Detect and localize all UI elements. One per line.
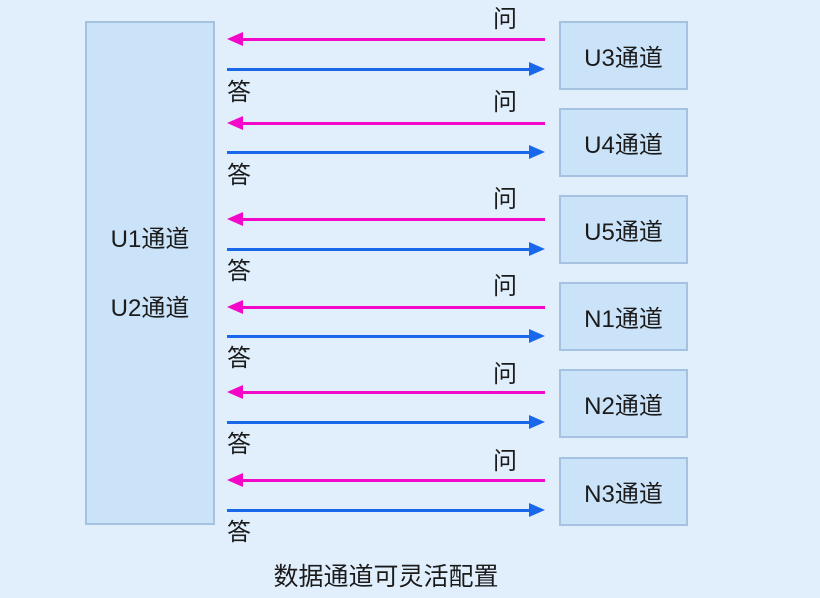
arrow-head-right-icon [529,242,545,256]
answer-arrow [227,242,545,256]
arrow-line [243,121,545,125]
answer-label: 答 [227,162,251,189]
ask-label: 问 [493,186,517,213]
right-channel-box-u3: U3通道 [559,21,688,90]
arrow-line [243,305,545,309]
arrow-head-left-icon [227,116,243,130]
answer-arrow [227,503,545,517]
ask-label: 问 [493,361,517,388]
ask-label: 问 [493,448,517,475]
arrow-line [243,217,545,221]
ask-arrow [227,32,545,46]
arrow-head-right-icon [529,329,545,343]
diagram-caption: 数据通道可灵活配置 [273,563,499,591]
ask-arrow [227,212,545,226]
channel-label-u2: U2通道 [110,295,190,322]
arrow-line [243,37,545,41]
ask-arrow [227,473,545,487]
answer-label: 答 [227,258,251,285]
arrow-line [227,67,529,71]
arrow-head-left-icon [227,473,243,487]
right-channel-box-u5: U5通道 [559,195,688,264]
arrow-head-right-icon [529,145,545,159]
right-channel-box-u4: U4通道 [559,108,688,177]
ask-label: 问 [493,273,517,300]
arrow-line [227,334,529,338]
right-channel-box-n1: N1通道 [559,282,688,351]
arrow-head-left-icon [227,32,243,46]
arrow-head-right-icon [529,503,545,517]
answer-arrow [227,145,545,159]
left-channel-box: U1通道 U2通道 [85,21,215,525]
channel-label-u1: U1通道 [110,226,190,253]
arrow-head-right-icon [529,62,545,76]
ask-arrow [227,385,545,399]
answer-label: 答 [227,345,251,372]
arrow-line [227,150,529,154]
right-channel-box-n2: N2通道 [559,369,688,438]
ask-label: 问 [493,6,517,33]
answer-arrow [227,329,545,343]
arrow-head-left-icon [227,212,243,226]
arrow-line [243,478,545,482]
arrow-line [227,420,529,424]
arrow-line [227,247,529,251]
answer-label: 答 [227,431,251,458]
arrow-head-left-icon [227,385,243,399]
arrow-head-right-icon [529,415,545,429]
answer-arrow [227,62,545,76]
ask-label: 问 [493,89,517,116]
arrow-line [243,390,545,394]
answer-label: 答 [227,519,251,546]
arrow-head-left-icon [227,300,243,314]
ask-arrow [227,300,545,314]
ask-arrow [227,116,545,130]
answer-arrow [227,415,545,429]
right-channel-box-n3: N3通道 [559,457,688,526]
answer-label: 答 [227,79,251,106]
arrow-line [227,508,529,512]
